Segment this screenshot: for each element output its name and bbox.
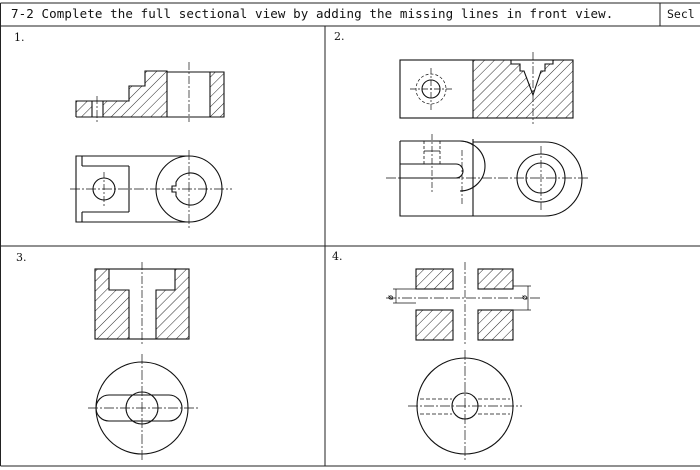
problem-number-1: 1. (14, 31, 25, 44)
section-cell: Secl (667, 7, 695, 21)
problem-1-top-view (70, 150, 232, 228)
problem-2-top-view (386, 134, 590, 217)
problem-1-front-view (75, 62, 225, 122)
problem-number-3: 3. (16, 251, 27, 264)
diameter-label-left: ø (386, 295, 395, 300)
problem-4-front-view (386, 262, 540, 346)
exercise-title: 7-2 Complete the full sectional view by … (11, 6, 614, 21)
diameter-label-right: ø (520, 295, 529, 300)
problem-3-top-view (88, 354, 198, 462)
problem-number-4: 4. (332, 250, 343, 263)
problem-2-front-view (399, 52, 574, 124)
problem-number-2: 2. (334, 30, 345, 43)
problem-3-front-view (94, 262, 190, 346)
problem-4-top-view (408, 350, 522, 462)
